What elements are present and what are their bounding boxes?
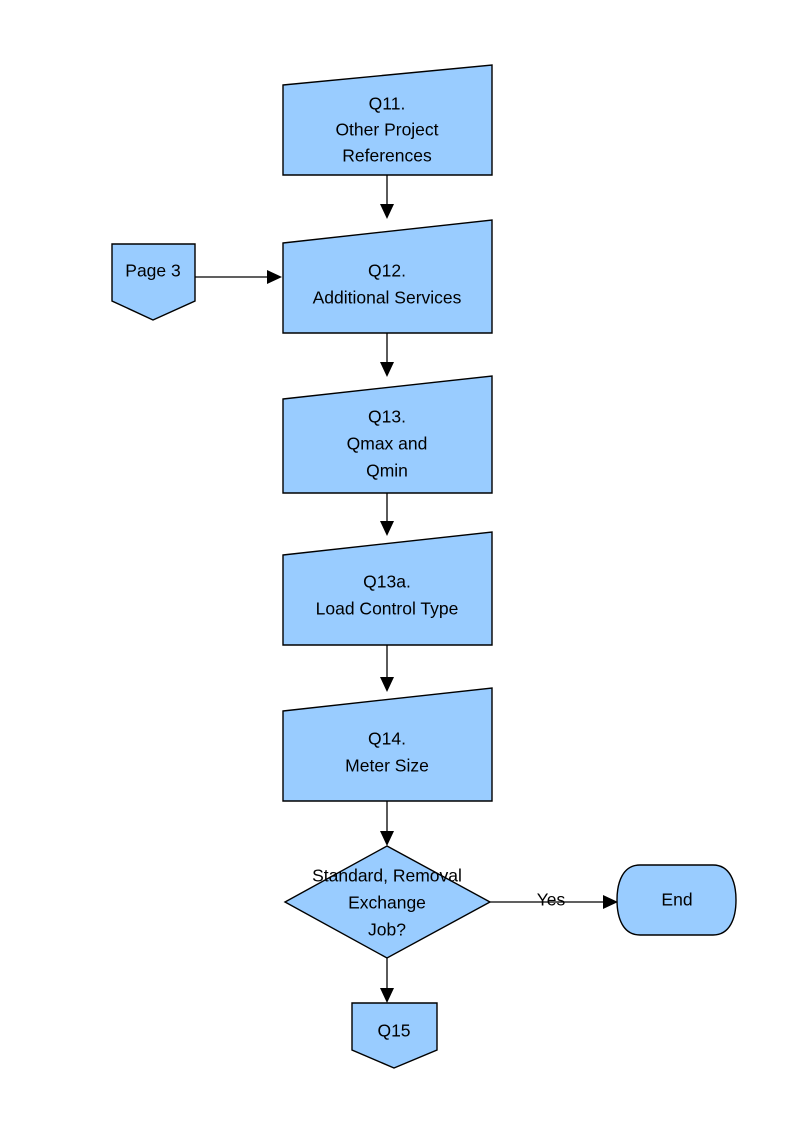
node-q14-shape[interactable]: [282, 687, 493, 802]
node-q15[interactable]: Q15: [351, 1002, 438, 1069]
node-page3[interactable]: Page 3: [111, 243, 196, 321]
edge-q13a-to-q14: [380, 645, 394, 692]
node-page3-shape[interactable]: [111, 243, 196, 321]
node-q11[interactable]: Q11. Other Project References: [282, 64, 493, 176]
node-end-label: End: [661, 890, 692, 910]
node-q12-label-line1: Q12.: [368, 261, 406, 281]
node-q11-shape[interactable]: [282, 64, 493, 176]
edge-q12-to-q13: [380, 333, 394, 377]
node-decision-label-line2: Exchange: [348, 893, 426, 913]
edge-q14-to-decision-arrowhead: [380, 831, 394, 846]
node-q14-label-line2: Meter Size: [345, 756, 429, 776]
edge-decision-to-end: Yes: [490, 890, 618, 910]
node-q12-label-line2: Additional Services: [313, 288, 462, 308]
node-q12[interactable]: Q12. Additional Services: [282, 219, 493, 334]
node-q13a-label-line2: Load Control Type: [316, 599, 459, 619]
edge-q12-to-q13-arrowhead: [380, 362, 394, 377]
node-decision-label-line3: Job?: [368, 920, 406, 940]
node-end[interactable]: End: [616, 864, 737, 936]
node-q11-label-line1: Q11.: [369, 94, 406, 114]
node-decision[interactable]: Standard, Removal Exchange Job?: [283, 845, 492, 959]
node-q13[interactable]: Q13. Qmax and Qmin: [282, 375, 493, 494]
edge-decision-to-end-arrowhead: [603, 895, 618, 909]
node-q13-label-line2: Qmax and: [347, 434, 428, 454]
node-decision-label-line1: Standard, Removal: [312, 866, 462, 886]
node-q15-label: Q15: [377, 1021, 410, 1041]
edge-decision-to-q15: [380, 958, 394, 1003]
edge-q13a-to-q14-arrowhead: [380, 677, 394, 692]
node-q11-label-line3: References: [342, 146, 432, 166]
node-q13-shape[interactable]: [282, 375, 493, 494]
edge-page3-to-q12: [195, 270, 282, 284]
edge-q11-to-q12-arrowhead: [380, 204, 394, 219]
edge-decision-to-q15-arrowhead: [380, 988, 394, 1003]
edge-q13-to-q13a: [380, 493, 394, 536]
node-end-shape[interactable]: [616, 864, 737, 936]
node-q13a[interactable]: Q13a. Load Control Type: [282, 531, 493, 646]
node-q15-shape[interactable]: [351, 1002, 438, 1069]
node-q13a-shape[interactable]: [282, 531, 493, 646]
edge-label-yes: Yes: [537, 890, 566, 910]
node-q14-label-line1: Q14.: [368, 729, 406, 749]
edge-q13-to-q13a-arrowhead: [380, 521, 394, 536]
node-q13-label-line3: Qmin: [366, 461, 408, 481]
node-q14[interactable]: Q14. Meter Size: [282, 687, 493, 802]
node-q11-label-line2: Other Project: [335, 120, 438, 140]
node-q12-shape[interactable]: [282, 219, 493, 334]
edge-q14-to-decision: [380, 801, 394, 846]
node-q13a-label-line1: Q13a.: [363, 572, 411, 592]
edge-page3-to-q12-arrowhead: [267, 270, 282, 284]
node-page3-label: Page 3: [125, 261, 180, 281]
node-q13-label-line1: Q13.: [368, 407, 406, 427]
edge-q11-to-q12: [380, 175, 394, 219]
